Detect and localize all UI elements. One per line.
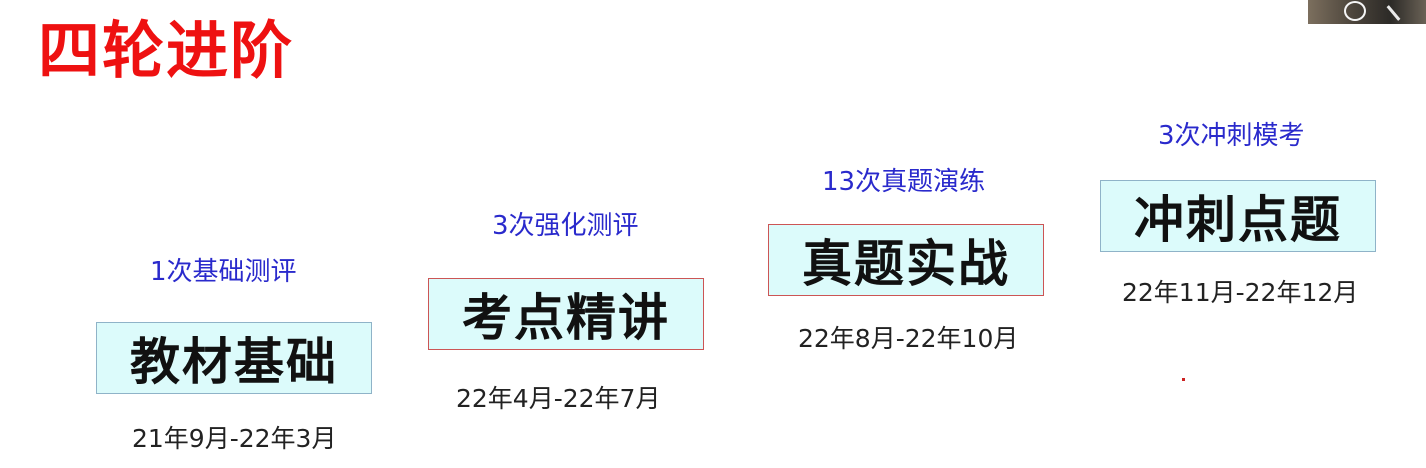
stage-2-note: 3次强化测评 <box>492 211 639 241</box>
stage-3-note: 13次真题演练 <box>822 167 986 197</box>
pen-icon <box>1386 5 1401 21</box>
eye-icon <box>1344 1 1366 21</box>
stage-3-box: 真题实战 <box>768 224 1044 296</box>
stage-2-date: 22年4月-22年7月 <box>456 384 661 413</box>
camera-overlay <box>1308 0 1426 24</box>
stray-dot <box>1182 378 1185 381</box>
stage-4-date: 22年11月-22年12月 <box>1122 278 1359 307</box>
stage-2-box: 考点精讲 <box>428 278 704 350</box>
stage-1-box: 教材基础 <box>96 322 372 394</box>
stage-1-note: 1次基础测评 <box>150 257 297 287</box>
stage-3-date: 22年8月-22年10月 <box>798 324 1019 353</box>
slide-title: 四轮进阶 <box>38 14 295 87</box>
stage-1-date: 21年9月-22年3月 <box>132 424 337 453</box>
stage-4-note: 3次冲刺模考 <box>1158 121 1305 151</box>
stage-4-box: 冲刺点题 <box>1100 180 1376 252</box>
